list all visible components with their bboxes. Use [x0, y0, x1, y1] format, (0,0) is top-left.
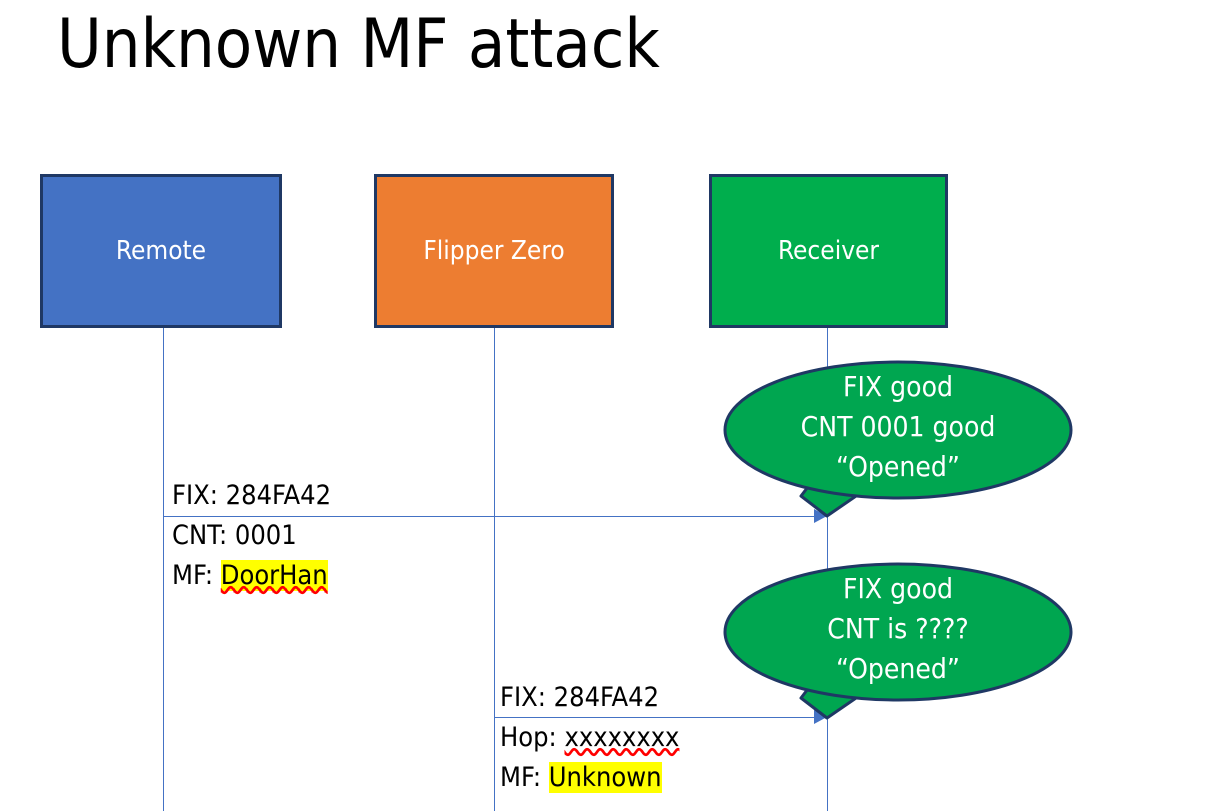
message-1-line-1: FIX: 284FA42: [172, 476, 331, 516]
message-2-line-3: MF: Unknown: [500, 758, 679, 798]
speech-bubble-second-shape: [723, 562, 1073, 720]
message-1-line-1-label: FIX:: [172, 480, 226, 511]
message-arrow-line-2: [494, 717, 815, 718]
message-2-line-2: Hop: xxxxxxxx: [500, 718, 679, 758]
actor-box-remote[interactable]: Remote: [40, 174, 282, 328]
message-2-line-2-value: xxxxxxxx: [564, 722, 680, 753]
actor-label-flipper: Flipper Zero: [423, 236, 565, 266]
message-2-line-1: FIX: 284FA42: [500, 678, 679, 718]
message-label-2: FIX: 284FA42 Hop: xxxxxxxx MF: Unknown: [500, 678, 679, 798]
actor-box-flipper[interactable]: Flipper Zero: [374, 174, 614, 328]
actor-label-remote: Remote: [115, 236, 207, 266]
actor-label-receiver: Receiver: [777, 236, 880, 266]
message-1-line-1-value: 284FA42: [225, 480, 332, 511]
message-1-line-3-label: MF:: [172, 560, 221, 591]
lifeline-remote: [163, 328, 164, 811]
message-2-line-1-value: 284FA42: [553, 682, 660, 713]
message-2-line-3-value: Unknown: [548, 762, 662, 793]
message-2-line-3-label: MF:: [500, 762, 549, 793]
message-1-line-2: CNT: 0001: [172, 516, 331, 556]
message-1-line-3-value: DoorHan: [220, 560, 328, 591]
message-label-1: FIX: 284FA42 CNT: 0001 MF: DoorHan: [172, 476, 331, 596]
speech-bubble-second[interactable]: FIX good CNT is ???? “Opened”: [723, 562, 1073, 722]
message-2-line-2-label: Hop:: [500, 722, 565, 753]
actor-box-receiver[interactable]: Receiver: [709, 174, 948, 328]
page-title: Unknown MF attack: [57, 5, 660, 84]
message-1-line-2-label: CNT:: [172, 520, 235, 551]
speech-bubble-first[interactable]: FIX good CNT 0001 good “Opened”: [723, 360, 1073, 520]
speech-bubble-first-shape: [723, 360, 1073, 518]
message-1-line-3: MF: DoorHan: [172, 556, 331, 596]
message-arrow-line-1: [163, 516, 815, 517]
message-2-line-1-label: FIX:: [500, 682, 554, 713]
lifeline-flipper: [494, 328, 495, 811]
message-1-line-2-value: 0001: [234, 520, 297, 551]
